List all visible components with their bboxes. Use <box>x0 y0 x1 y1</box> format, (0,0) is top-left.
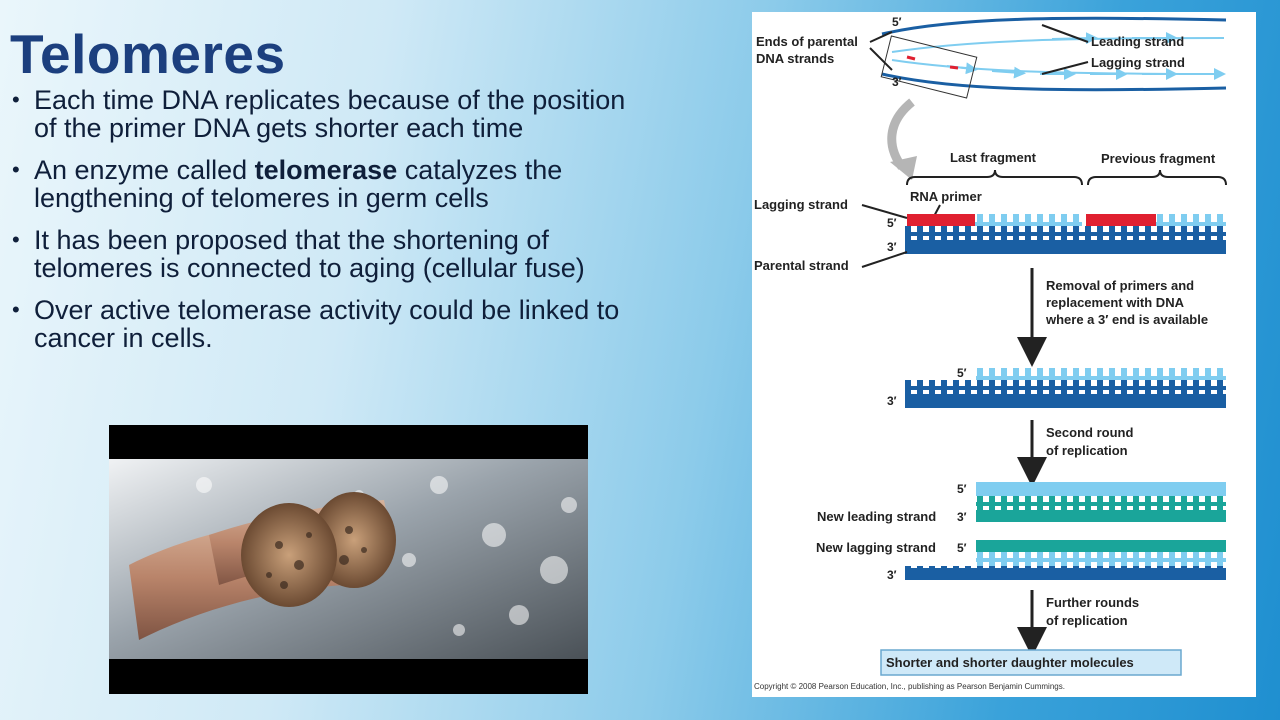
duplex-1: 5′ 3′ Lagging strand Parental strand <box>754 197 1226 273</box>
previous-fragment-label: Previous fragment <box>1101 151 1216 166</box>
bullet-text: It has been proposed that the shortening… <box>34 225 585 283</box>
bullet-text-post: catalyzes the lengthening of telomeres i… <box>34 155 563 213</box>
three-prime-label: 3′ <box>887 568 897 582</box>
duplex-2: 5′ 3′ <box>887 366 1226 408</box>
fragment-braces: Last fragment Previous fragment RNA prim… <box>906 150 1227 221</box>
rna-primer-label: RNA primer <box>910 189 982 204</box>
bullet-item: • An enzyme called telomerase catalyzes t… <box>12 156 652 212</box>
parental-strand-label: Parental strand <box>754 258 849 273</box>
bokeh-dots <box>196 476 577 636</box>
five-prime-label: 5′ <box>957 482 967 496</box>
last-fragment-label: Last fragment <box>950 150 1037 165</box>
step2-text-line1: Second round <box>1046 425 1133 440</box>
duplex-3: 5′ 3′ New leading strand <box>817 482 1226 524</box>
step1-text-line3: where a 3′ end is available <box>1045 312 1208 327</box>
three-prime-label: 3′ <box>887 240 897 254</box>
bullet-list: • Each time DNA replicates because of the… <box>12 86 652 366</box>
bullet-text-pre: An enzyme called <box>34 155 255 185</box>
five-prime-label: 5′ <box>957 366 967 380</box>
slide-title: Telomeres <box>10 23 286 85</box>
bullet-item: • Over active telomerase activity could b… <box>12 296 652 352</box>
step3-text-line1: Further rounds <box>1046 595 1139 610</box>
step1-text-line1: Removal of primers and <box>1046 278 1194 293</box>
five-prime-label: 5′ <box>957 541 967 555</box>
three-prime-label: 3′ <box>887 394 897 408</box>
bullet-dot: • <box>12 297 20 322</box>
new-leading-strand-label: New leading strand <box>817 509 936 524</box>
three-prime-label: 3′ <box>957 510 967 524</box>
chromosome-illustration <box>129 492 396 640</box>
bullet-item: • Each time DNA replicates because of the… <box>12 86 652 142</box>
bullet-dot: • <box>12 157 20 182</box>
leading-strand-label: Leading strand <box>1091 34 1184 49</box>
result-box <box>880 649 1182 676</box>
lagging-strand-label: Lagging strand <box>754 197 848 212</box>
bullet-text: Each time DNA replicates because of the … <box>34 85 626 143</box>
copyright-text: Copyright © 2008 Pearson Education, Inc.… <box>754 682 1065 691</box>
bullet-text: Over active telomerase activity could be… <box>34 295 620 353</box>
diagram-svg: 5′ 3′ Ends of parental DNA strands Leadi… <box>754 15 1227 691</box>
telomere-replication-diagram: 5′ 3′ Ends of parental DNA strands Leadi… <box>752 12 1256 697</box>
ends-label-line2: DNA strands <box>756 51 834 66</box>
new-lagging-strand-label: New lagging strand <box>816 540 936 555</box>
bullet-dot: • <box>12 227 20 252</box>
step1-text-line2: replacement with DNA <box>1046 295 1185 310</box>
zoom-arrow <box>887 98 915 170</box>
duplex-4: 5′ 3′ New lagging strand <box>816 540 1226 582</box>
five-prime-label: 5′ <box>887 216 897 230</box>
telomere-video[interactable] <box>109 425 588 694</box>
bullet-item: • It has been proposed that the shortenin… <box>12 226 652 282</box>
five-prime-label: 5′ <box>892 15 902 29</box>
step3-text-line2: of replication <box>1046 613 1128 628</box>
ends-label-line1: Ends of parental <box>756 34 858 49</box>
parental-strands-overview: 5′ 3′ Ends of parental DNA strands Leadi… <box>756 15 1227 99</box>
bullet-text-bold: telomerase <box>254 155 398 185</box>
three-prime-label: 3′ <box>892 75 902 89</box>
step2-text-line2: of replication <box>1046 443 1128 458</box>
lagging-strand-top-label: Lagging strand <box>1091 55 1185 70</box>
video-frame <box>109 425 588 694</box>
result-text: Shorter and shorter daughter molecules <box>886 655 1134 670</box>
bullet-dot: • <box>12 87 20 112</box>
